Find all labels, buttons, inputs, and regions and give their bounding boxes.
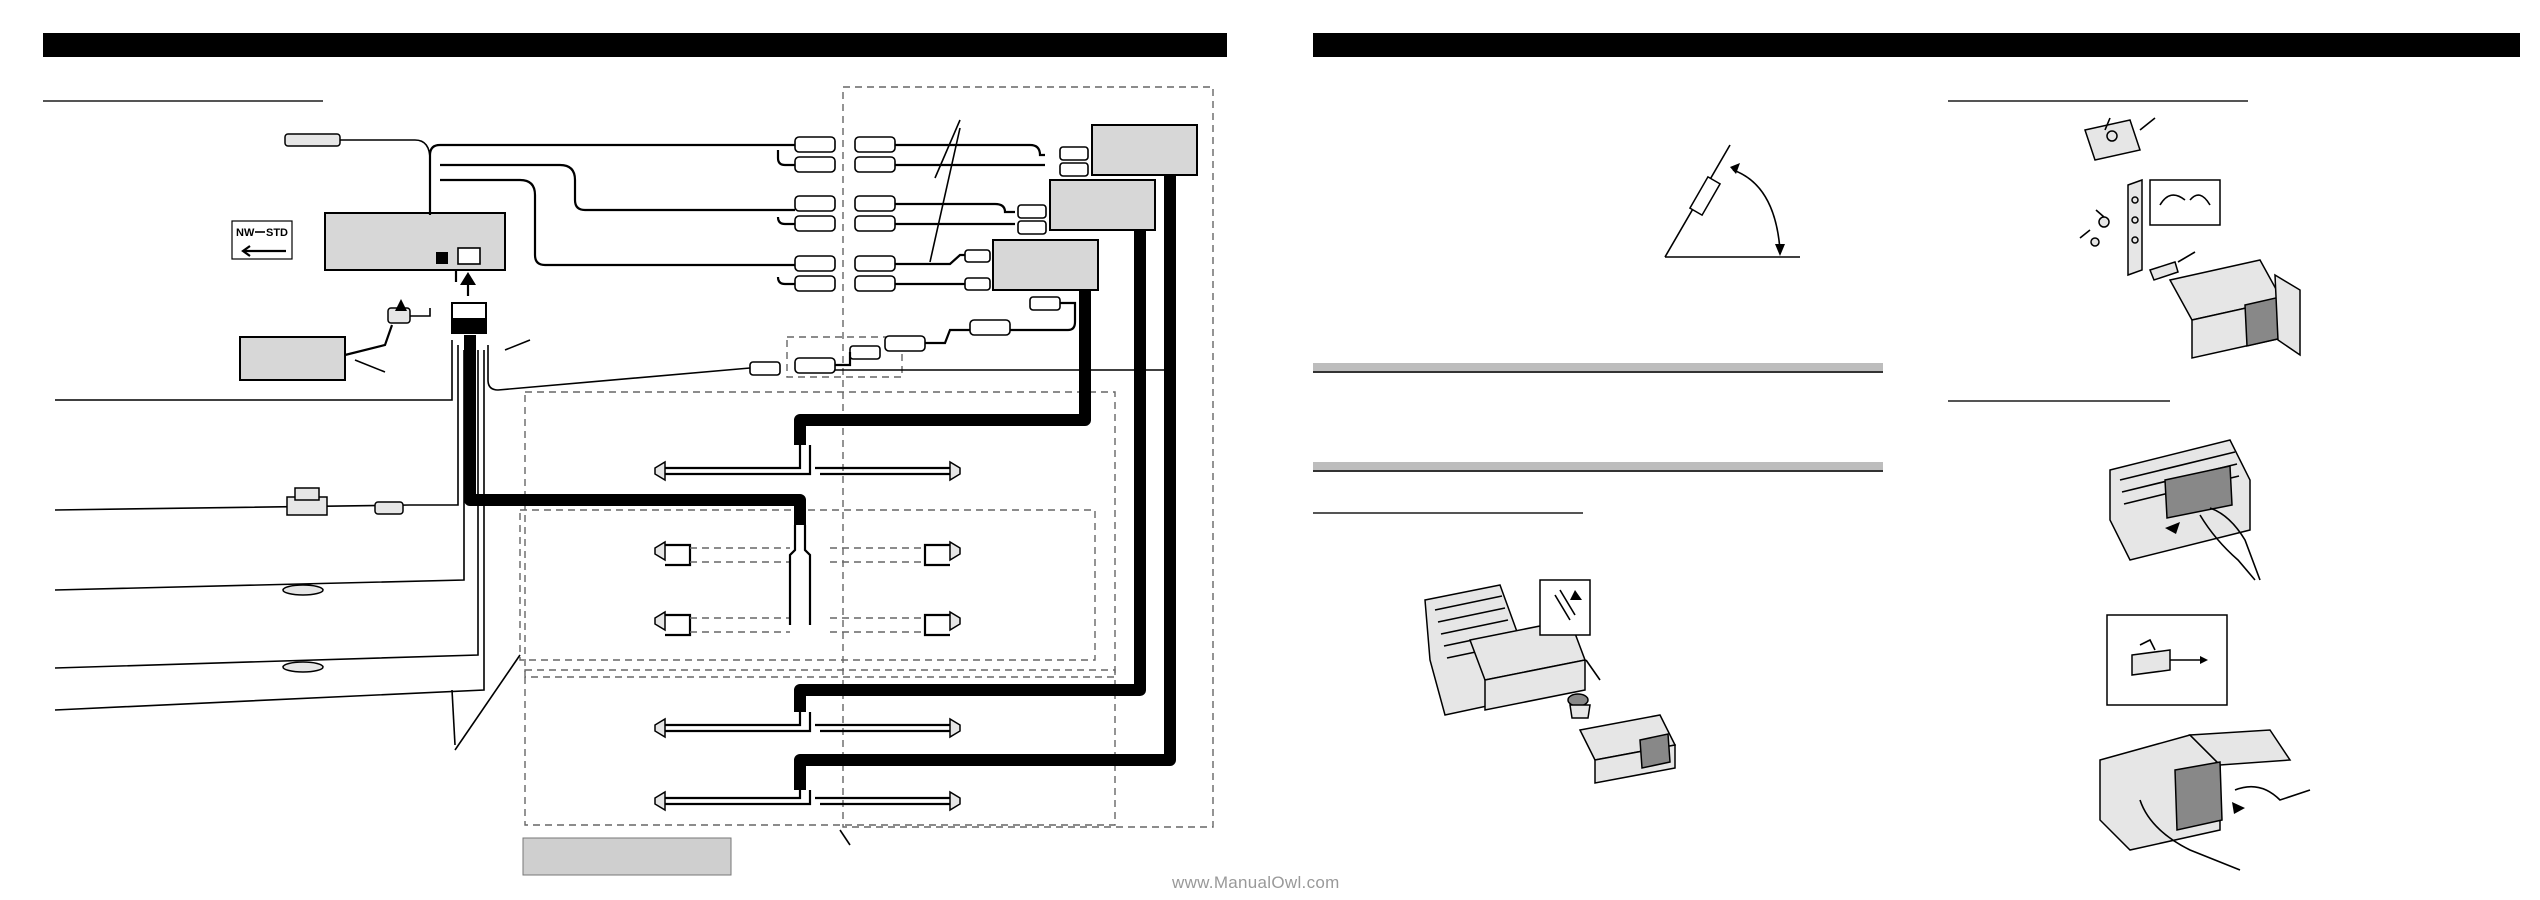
section-bar-1 [1313,363,1883,373]
nw-std-switch: NW STD [231,220,293,260]
amplifier-box-1 [1091,124,1198,176]
din-mount-heading-rule [1313,512,1583,514]
speaker-group-4 [654,790,961,812]
amplifier-box-2 [1049,179,1156,231]
right-page-title-bar [1313,33,2520,57]
rca-jacks-left [794,136,836,292]
removal-heading-rule [1948,400,2170,402]
right-page [1270,0,2540,900]
installation-illustrations [1424,117,2311,871]
manualowl-watermark: www.ManualOwl.com [1172,873,1340,892]
accessory-box [239,336,346,381]
fuse-holder-icon [286,487,404,516]
left-page-title-bar [43,33,1227,57]
left-page: NW STD [43,33,1227,876]
inner-speaker-dashed-region [519,509,1096,661]
amp-remote-dashed-region [786,336,903,378]
switch-label-nw: NW [236,227,255,239]
speaker-group-3 [654,712,961,739]
inline-connector-1 [282,584,324,596]
rear-mount-heading-rule [1948,100,2248,102]
speaker-group-1 [654,445,961,482]
switch-label-std: STD [266,227,288,239]
amplifier-box-3 [992,239,1099,291]
front-speaker-dashed-region [524,391,1116,678]
rear-speaker-dashed-region [524,669,1116,826]
connection-diagram-heading-rule [43,100,323,102]
rca-jacks-right [854,136,896,292]
wiring-diagram: NW STD [54,86,1214,876]
rear-mount-illustration [2079,117,2301,359]
antenna-plug-icon [284,133,415,147]
section-bar-2 [1313,462,1883,472]
speaker-group-2 [654,525,961,637]
inline-connector-2 [282,661,324,673]
front-panel-removal-illustration [2109,439,2261,581]
mounting-angle-diagram [1664,144,1800,258]
extraction-tool-illustration [2099,614,2311,871]
rca-output-dashed-region [842,86,1214,828]
din-front-mount-illustration [1424,579,1677,784]
